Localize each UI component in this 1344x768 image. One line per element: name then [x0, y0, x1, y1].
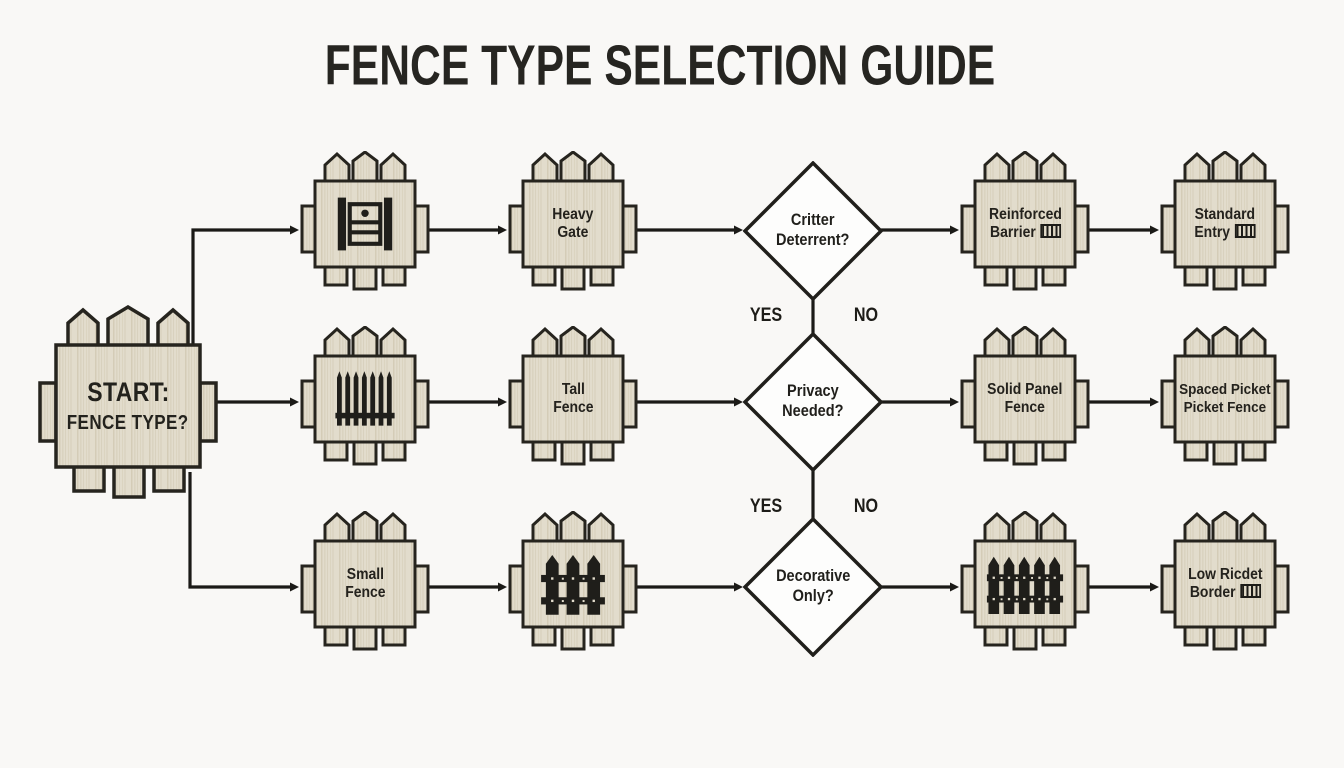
decision-label: Privacy Needed?	[782, 382, 844, 420]
yes-label-1: YES	[749, 305, 783, 326]
node-spaced-picket-fence: Spaced Picket Picket Fence	[1160, 326, 1290, 466]
node-label: Standard Entry	[1194, 205, 1256, 241]
diamond-shape	[743, 161, 883, 301]
node-label: Reinforced Barrier	[988, 205, 1062, 241]
mini-fence-icon	[1239, 584, 1261, 598]
node-label: Tall Fence	[552, 380, 594, 416]
connector-start-to-row1	[191, 225, 299, 346]
node-label: Solid Panel Fence	[987, 380, 1063, 416]
node-small-fence: Small Fence	[300, 511, 430, 651]
node-label: Small Fence	[344, 565, 386, 601]
no-label-1: NO	[853, 305, 879, 326]
node-standard-entry: Standard Entry	[1160, 151, 1290, 291]
mini-fence-icon	[1234, 224, 1256, 238]
node-label: Spaced Picket Picket Fence	[1179, 381, 1271, 416]
no-label-2: NO	[853, 496, 879, 517]
decision-privacy-needed: Privacy Needed?	[743, 332, 883, 472]
start-node-label: START: FENCE TYPE?	[56, 345, 200, 467]
small-picket-fence-icon	[541, 554, 605, 615]
yes-label-2: YES	[749, 496, 783, 517]
node-tall-fence: Tall Fence	[508, 326, 638, 466]
start-label-line1: START:	[86, 377, 170, 407]
decision-critter-deterrent: Critter Deterrent?	[743, 161, 883, 301]
decision-label: Critter Deterrent?	[776, 211, 850, 249]
page-title: FENCE TYPE SELECTION GUIDE	[324, 34, 996, 98]
node-tall-fence-icon	[300, 326, 430, 466]
gate-icon	[337, 197, 393, 251]
wide-picket-fence-icon	[986, 556, 1064, 614]
diamond-shape	[743, 517, 883, 657]
start-label-line2: FENCE TYPE?	[67, 412, 189, 434]
node-low-picket-border: Low Ricdet Border	[1160, 511, 1290, 651]
tall-fence-icon	[335, 371, 395, 426]
node-solid-panel-fence: Solid Panel Fence	[960, 326, 1090, 466]
node-label: Low Ricdet Border	[1187, 565, 1263, 601]
decision-decorative-only: Decorative Only?	[743, 517, 883, 657]
node-heavy-gate: Heavy Gate	[508, 151, 638, 291]
mini-fence-icon	[1039, 224, 1061, 238]
node-gate-icon	[300, 151, 430, 291]
node-small-picket-icon	[508, 511, 638, 651]
decision-label: Decorative Only?	[775, 567, 851, 605]
connector-start-to-row3	[188, 472, 299, 592]
diamond-shape	[743, 332, 883, 472]
start-node: START: FENCE TYPE?	[38, 305, 218, 505]
node-reinforced-barrier: Reinforced Barrier	[960, 151, 1090, 291]
node-label: Heavy Gate	[552, 205, 594, 241]
node-wide-picket-icon	[960, 511, 1090, 651]
